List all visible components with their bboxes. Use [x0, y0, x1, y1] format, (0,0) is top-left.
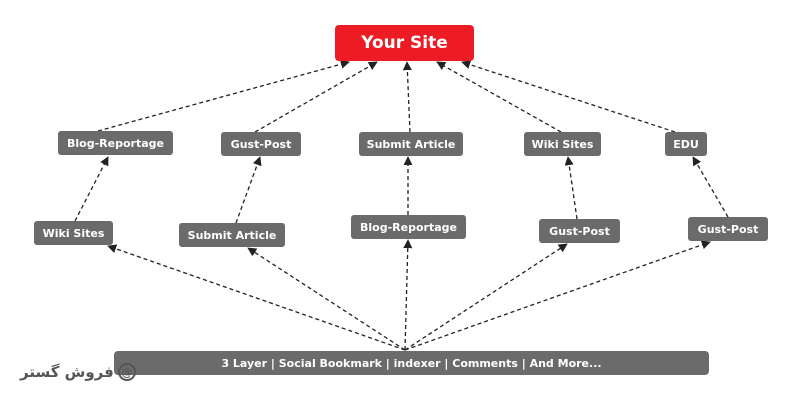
arrow-base-to-level2-1 — [247, 247, 406, 351]
at-icon: @ — [117, 363, 136, 381]
arrow-base-to-level2-2 — [403, 239, 413, 351]
l2-blog-reportage-node: Blog-Reportage — [351, 215, 466, 239]
logo-text: فروش گستر — [20, 363, 114, 381]
l1-edu-node: EDU — [665, 132, 707, 156]
l1-wiki-sites-node: Wiki Sites — [524, 132, 601, 156]
l1-submit-article-node: Submit Article — [359, 132, 463, 156]
arrow-level1-3-to-root — [436, 61, 562, 133]
arrow-base-to-level2-4 — [404, 240, 711, 351]
arrow-level1-4-to-root — [461, 60, 676, 133]
base-bar: 3 Layer | Social Bookmark | indexer | Co… — [114, 351, 709, 375]
arrow-level2-1-to-level1-1 — [235, 156, 262, 224]
l2-wiki-sites-node: Wiki Sites — [34, 221, 113, 245]
l2-gust-post-node: Gust-Post — [539, 219, 620, 243]
arrow-level1-0-to-root — [97, 59, 350, 132]
arrow-level2-0-to-level1-0 — [74, 156, 109, 222]
l1-blog-reportage-node: Blog-Reportage — [58, 131, 173, 155]
l2-submit-article-node: Submit Article — [179, 223, 285, 247]
l2-gust-post-2-node: Gust-Post — [688, 217, 768, 241]
your-site-node: Your Site — [335, 25, 474, 61]
l1-gust-post-node: Gust-Post — [221, 132, 301, 156]
arrow-level2-3-to-level1-3 — [564, 156, 578, 220]
arrow-level1-2-to-root — [402, 61, 412, 133]
arrow-base-to-level2-0 — [107, 244, 406, 351]
arrow-level2-4-to-level1-4 — [692, 156, 729, 218]
arrow-level1-1-to-root — [254, 61, 378, 133]
arrow-base-to-level2-3 — [404, 243, 568, 351]
brand-logo: فروش گستر @ — [20, 360, 136, 384]
